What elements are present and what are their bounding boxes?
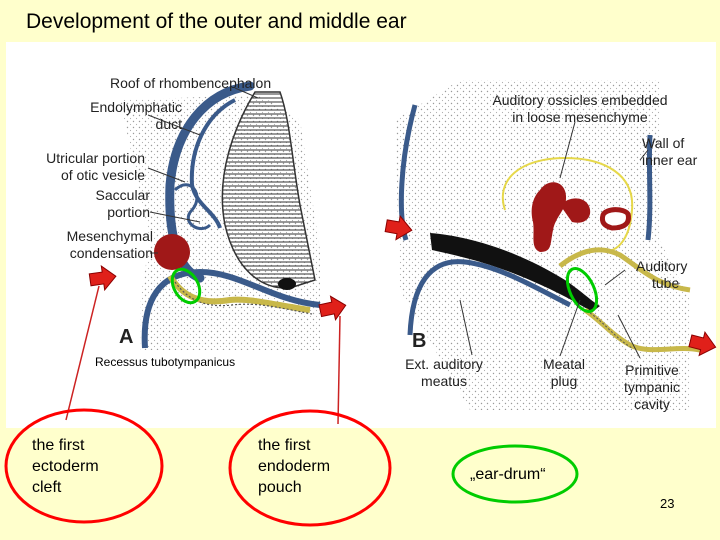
arrow-ectoderm bbox=[88, 265, 117, 292]
ectoderm-ellipse bbox=[4, 408, 164, 524]
label-utricular: Utricular portion of otic vesicle bbox=[46, 150, 145, 183]
endoderm-connector bbox=[337, 315, 341, 425]
ectoderm-callout: the first ectoderm cleft bbox=[32, 437, 99, 496]
label-meatal-plug: Meatal plug bbox=[542, 356, 586, 389]
label-ext-meatus: Ext. auditory meatus bbox=[405, 356, 483, 389]
label-endolymphatic: Endolymphatic duct bbox=[90, 99, 182, 132]
label-saccular: Saccular portion bbox=[95, 187, 150, 220]
panel-b-letter: B bbox=[412, 330, 427, 352]
label-wall-inner-ear: Wall of inner ear bbox=[642, 135, 698, 168]
eardrum-ellipse bbox=[451, 444, 579, 504]
eardrum-callout: „ear-drum“ bbox=[470, 466, 546, 483]
arrow-panel-b-left bbox=[384, 214, 413, 241]
label-ossicles: Auditory ossicles embedded in loose mese… bbox=[492, 92, 668, 125]
label-mesenchymal: Mesenchymal condensation bbox=[66, 228, 153, 261]
panel-b-drawing bbox=[395, 80, 701, 410]
slide-title: Development of the outer and middle ear bbox=[26, 10, 407, 33]
endoderm-ellipse bbox=[228, 409, 392, 527]
slide-number: 23 bbox=[660, 496, 675, 511]
recessus-label: Recessus tubotympanicus bbox=[95, 355, 236, 369]
arrow-panel-b-right bbox=[688, 330, 717, 357]
endoderm-callout: the first endoderm pouch bbox=[258, 437, 331, 496]
label-auditory-tube: Auditory tube bbox=[636, 258, 688, 291]
label-roof: Roof of rhombencephalon bbox=[110, 75, 272, 91]
ectoderm-connector bbox=[65, 285, 100, 421]
arrow-endoderm bbox=[318, 295, 347, 321]
label-tympanic-cavity: Primitive tympanic cavity bbox=[623, 362, 681, 412]
panel-a-drawing bbox=[120, 81, 321, 350]
panel-a-letter: A bbox=[119, 326, 134, 348]
